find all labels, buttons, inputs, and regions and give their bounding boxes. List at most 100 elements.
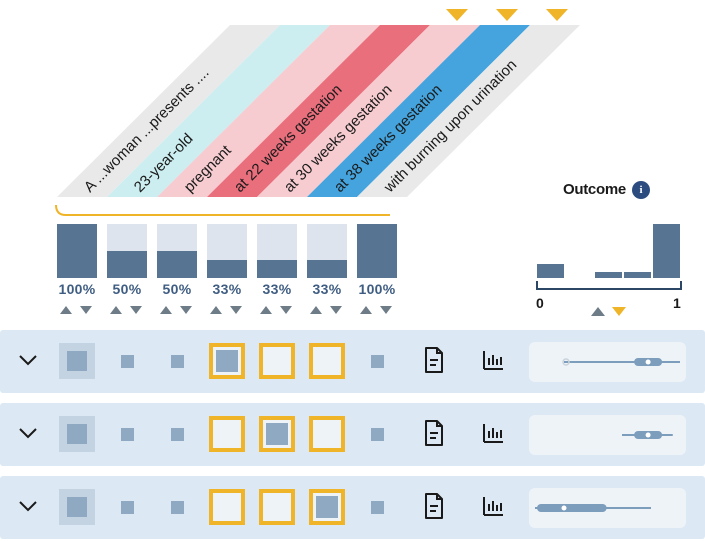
token-band[interactable]: at 38 weeks gestation xyxy=(307,25,530,197)
outcome-range-plot xyxy=(622,431,673,439)
bar-chart-icon[interactable] xyxy=(482,349,504,371)
example-row[interactable] xyxy=(0,403,705,466)
stat-bar-fill xyxy=(207,260,247,278)
attribution-cell-highlight[interactable] xyxy=(309,416,345,452)
outcome-title: Outcome xyxy=(563,181,626,198)
bar-chart-icon[interactable] xyxy=(482,495,504,517)
stat-bar-fill xyxy=(107,251,147,278)
token-band-shape xyxy=(157,25,380,197)
sort-ascending-icon[interactable] xyxy=(310,306,322,314)
token-flag-icon xyxy=(446,9,468,21)
sort-controls xyxy=(307,305,347,317)
token-band[interactable]: at 22 weeks gestation xyxy=(207,25,430,197)
range-outlier xyxy=(562,358,570,366)
sort-ascending-icon[interactable] xyxy=(260,306,272,314)
attribution-cell[interactable] xyxy=(121,355,134,368)
attribution-cell-highlight[interactable] xyxy=(259,343,295,379)
attribution-cell[interactable] xyxy=(371,428,384,441)
attribution-cell[interactable] xyxy=(121,428,134,441)
token-bracket xyxy=(55,204,390,216)
cell-fill xyxy=(266,423,288,445)
token-stat-percent: 50% xyxy=(112,281,142,297)
outcome-sort-descending-icon[interactable] xyxy=(612,307,626,316)
attribution-cell[interactable] xyxy=(171,428,184,441)
sort-descending-icon[interactable] xyxy=(80,306,92,314)
attribution-cell-full[interactable] xyxy=(59,489,95,525)
token-label: 23-year-old xyxy=(131,130,197,196)
document-icon[interactable] xyxy=(424,347,444,373)
sort-ascending-icon[interactable] xyxy=(110,306,122,314)
stat-bar-fill xyxy=(57,224,97,278)
token-stat-bar xyxy=(57,224,97,278)
outcome-range-cell[interactable] xyxy=(529,488,686,528)
stat-bar-fill xyxy=(357,224,397,278)
attribution-cell-highlight[interactable] xyxy=(209,489,245,525)
attribution-cell-selected[interactable] xyxy=(259,416,295,452)
sort-ascending-icon[interactable] xyxy=(360,306,372,314)
token-band[interactable]: 23-year-old xyxy=(107,25,330,197)
token-label: A ...woman ...presents .... xyxy=(81,64,213,196)
axis-min-label: 0 xyxy=(536,295,544,311)
attribution-cell-highlight[interactable] xyxy=(309,343,345,379)
sort-descending-icon[interactable] xyxy=(230,306,242,314)
sort-descending-icon[interactable] xyxy=(180,306,192,314)
token-band[interactable]: at 30 weeks gestation xyxy=(257,25,480,197)
token-flag-icon xyxy=(546,9,568,21)
cell-fill xyxy=(67,424,87,444)
token-label: with burning upon urination xyxy=(380,56,520,196)
token-stat-bar xyxy=(107,224,147,278)
token-label: pregnant xyxy=(181,141,235,195)
example-row[interactable] xyxy=(0,476,705,539)
example-row[interactable] xyxy=(0,330,705,393)
sort-descending-icon[interactable] xyxy=(130,306,142,314)
sort-controls xyxy=(157,305,197,317)
cell-fill xyxy=(67,497,87,517)
token-band-shape xyxy=(307,25,530,197)
outcome-range-plot xyxy=(562,358,680,366)
sort-descending-icon[interactable] xyxy=(330,306,342,314)
sort-ascending-icon[interactable] xyxy=(160,306,172,314)
bar-chart-icon[interactable] xyxy=(482,422,504,444)
attribution-cell-full[interactable] xyxy=(59,416,95,452)
range-median xyxy=(645,432,651,438)
sort-controls xyxy=(57,305,97,317)
document-icon[interactable] xyxy=(424,420,444,446)
attribution-cell-selected[interactable] xyxy=(209,343,245,379)
stat-bar-fill xyxy=(157,251,197,278)
token-band-shape xyxy=(357,25,580,197)
token-stat-percent: 33% xyxy=(262,281,292,297)
token-band[interactable]: A ...woman ...presents .... xyxy=(57,25,280,197)
attribution-cell[interactable] xyxy=(171,355,184,368)
attribution-cell-highlight[interactable] xyxy=(259,489,295,525)
document-icon[interactable] xyxy=(424,493,444,519)
token-stat-bar xyxy=(357,224,397,278)
info-icon[interactable]: i xyxy=(632,181,650,199)
outcome-sort-ascending-icon[interactable] xyxy=(591,307,605,316)
chevron-down-icon[interactable] xyxy=(18,423,38,443)
token-band[interactable]: pregnant xyxy=(157,25,380,197)
chevron-down-icon[interactable] xyxy=(18,496,38,516)
outcome-range-cell[interactable] xyxy=(529,342,686,382)
sort-ascending-icon[interactable] xyxy=(210,306,222,314)
attribution-cell[interactable] xyxy=(171,501,184,514)
attribution-cell[interactable] xyxy=(371,355,384,368)
attribution-cell-full[interactable] xyxy=(59,343,95,379)
attribution-cell-highlight[interactable] xyxy=(209,416,245,452)
attribution-cell[interactable] xyxy=(121,501,134,514)
sort-ascending-icon[interactable] xyxy=(60,306,72,314)
outcome-histogram-bar xyxy=(624,272,651,278)
token-band-shape xyxy=(207,25,430,197)
range-box-wide xyxy=(537,504,607,512)
sort-descending-icon[interactable] xyxy=(380,306,392,314)
chevron-down-icon[interactable] xyxy=(18,350,38,370)
attribution-cell[interactable] xyxy=(371,501,384,514)
range-median xyxy=(561,505,567,511)
outcome-histogram-bar xyxy=(653,224,680,278)
token-band[interactable]: with burning upon urination xyxy=(357,25,580,197)
attribution-cell-selected[interactable] xyxy=(309,489,345,525)
outcome-range-cell[interactable] xyxy=(529,415,686,455)
token-stat-percent: 33% xyxy=(212,281,242,297)
sort-descending-icon[interactable] xyxy=(280,306,292,314)
token-stat-bar xyxy=(207,224,247,278)
